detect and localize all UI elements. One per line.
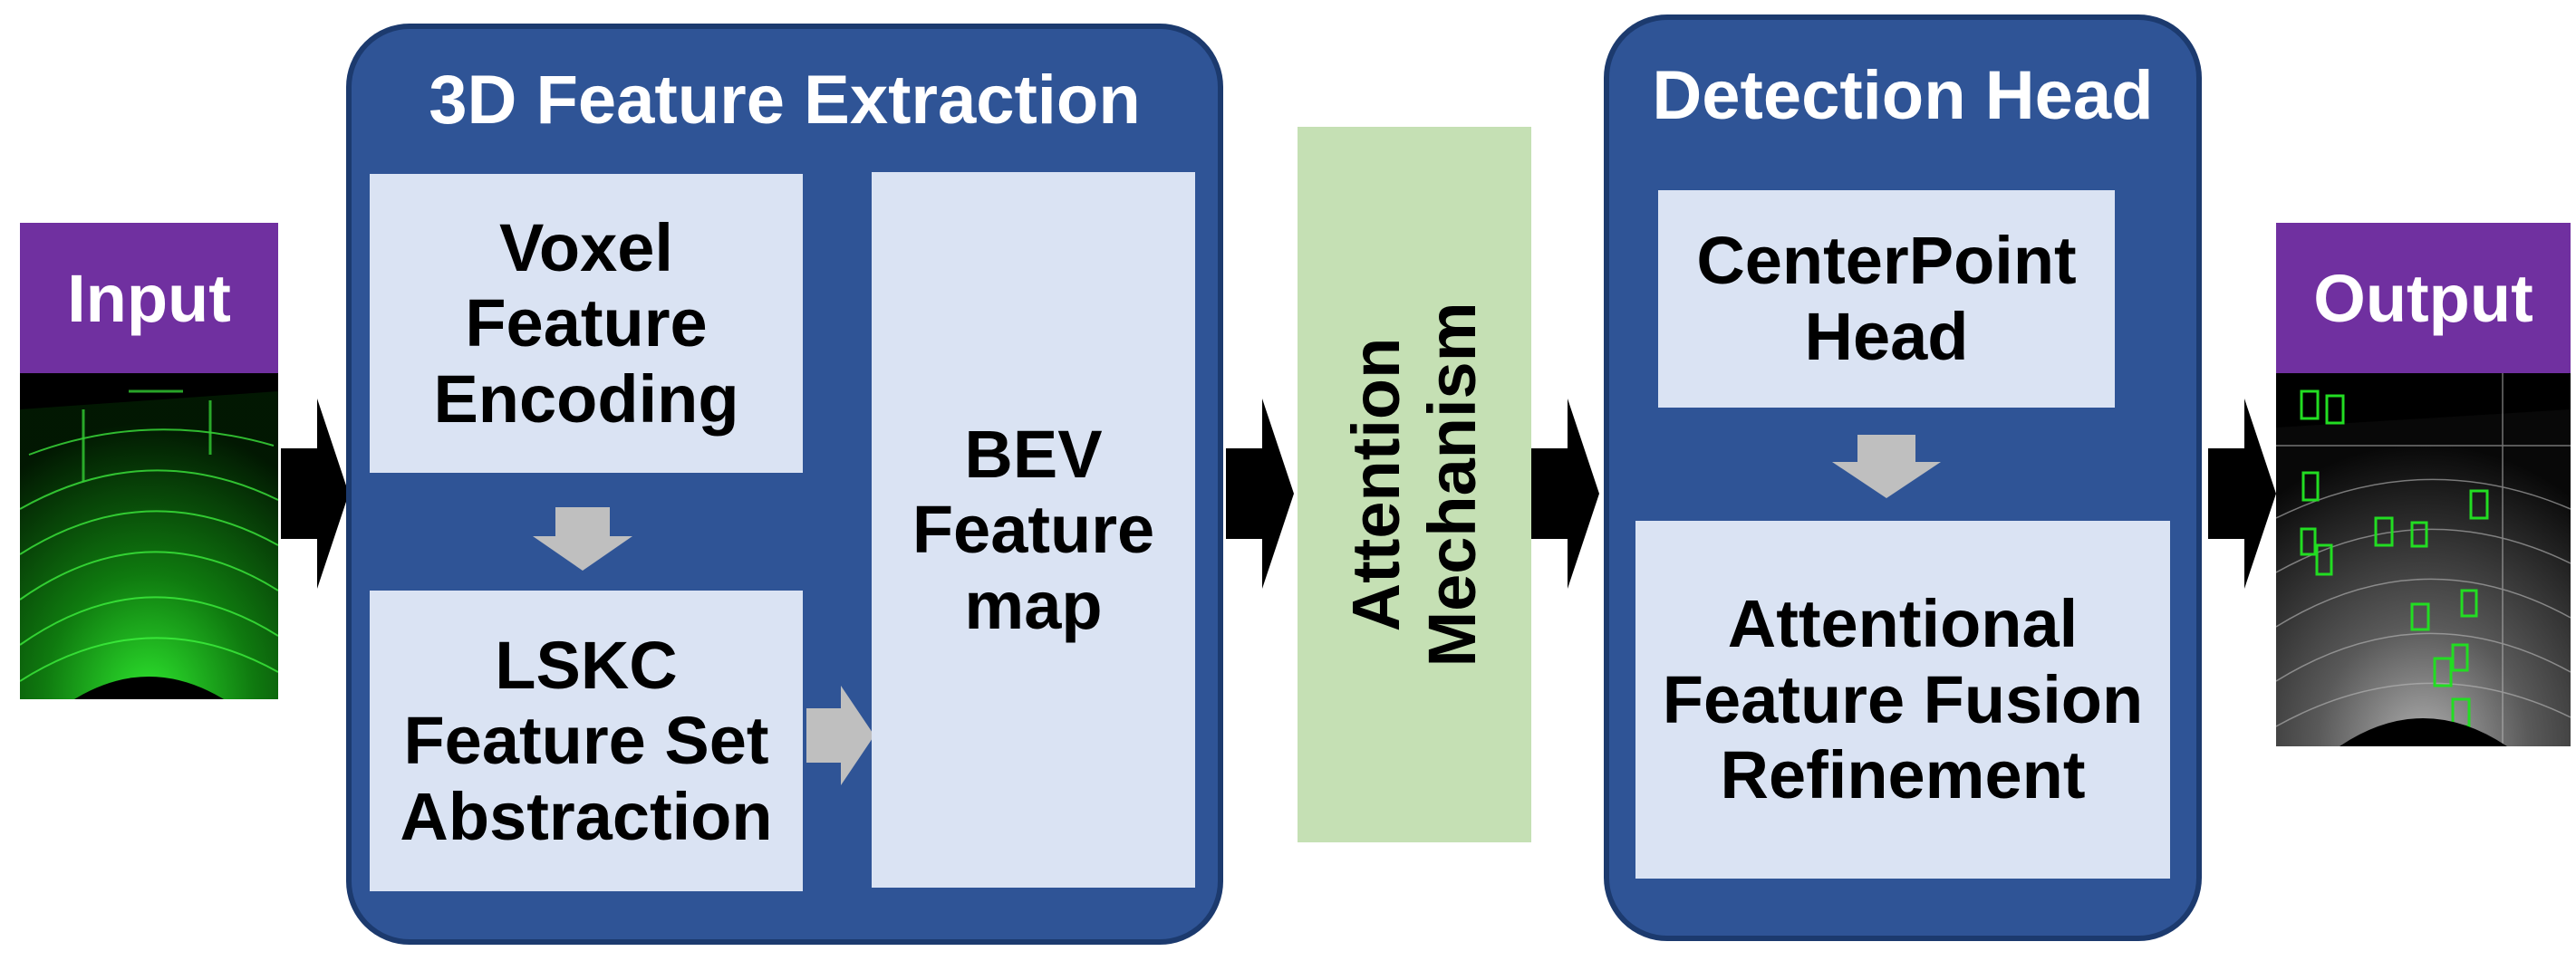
attention-mechanism-label: Attention Mechanism bbox=[1338, 302, 1490, 668]
arrow-voxel-to-lskc bbox=[533, 507, 632, 571]
input-point-cloud-image bbox=[20, 373, 278, 699]
input-label: Input bbox=[20, 223, 278, 373]
arrow-attention-to-head bbox=[1531, 399, 1599, 589]
detection-head-title: Detection Head bbox=[1652, 56, 2154, 134]
lskc-feature-set-abstraction-box: LSKC Feature Set Abstraction bbox=[370, 591, 803, 891]
input-point-cloud-graphic bbox=[20, 373, 278, 699]
voxel-feature-encoding-box: Voxel Feature Encoding bbox=[370, 174, 803, 473]
input-label-text: Input bbox=[67, 260, 231, 336]
output-detection-graphic bbox=[2276, 373, 2571, 746]
arrow-lskc-to-bev bbox=[806, 686, 874, 785]
arrow-centerpoint-to-fusion bbox=[1832, 435, 1941, 498]
centerpoint-head-box: CenterPoint Head bbox=[1658, 190, 2115, 408]
attention-mechanism-box bbox=[1298, 127, 1531, 842]
arrow-head-to-output bbox=[2208, 399, 2276, 589]
output-label: Output bbox=[2276, 223, 2571, 373]
arrow-input-to-extraction bbox=[281, 399, 349, 589]
bev-feature-map-box: BEV Feature map bbox=[872, 172, 1195, 888]
attentional-feature-fusion-refinement-box: Attentional Feature Fusion Refinement bbox=[1635, 521, 2170, 879]
arrow-extraction-to-attention bbox=[1226, 399, 1294, 589]
output-label-text: Output bbox=[2313, 260, 2533, 336]
output-detection-image bbox=[2276, 373, 2571, 746]
feature-extraction-title: 3D Feature Extraction bbox=[429, 61, 1141, 139]
